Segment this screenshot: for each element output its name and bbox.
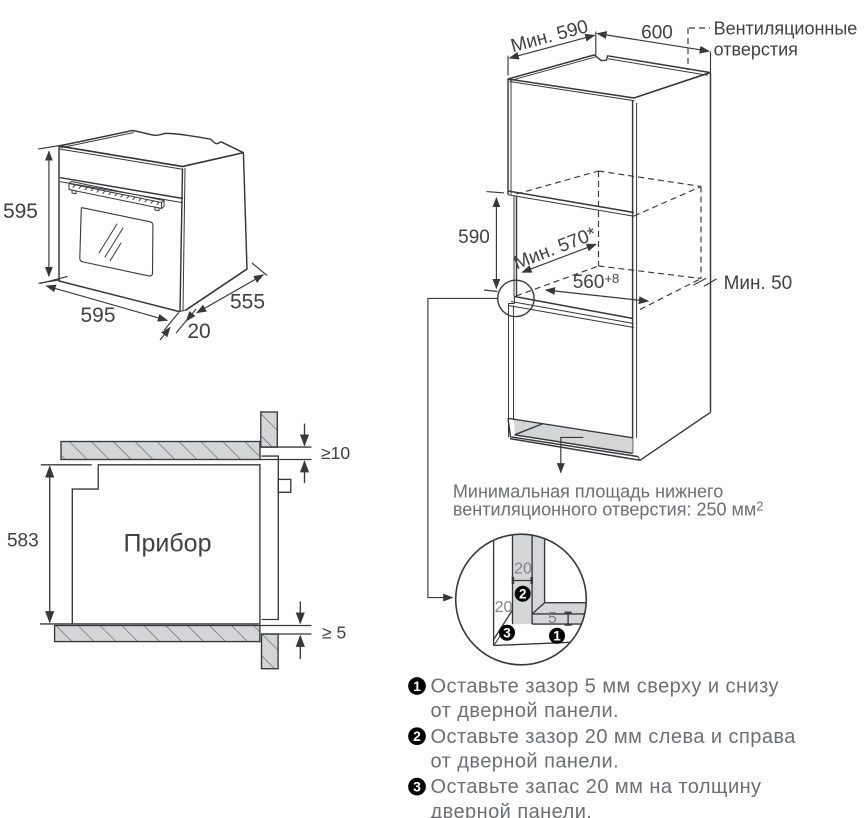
svg-text:Вентиляционные: Вентиляционные bbox=[714, 19, 858, 39]
svg-text:595: 595 bbox=[3, 200, 38, 223]
svg-text:Оставьте зазор 5 мм сверху и с: Оставьте зазор 5 мм сверху и снизу bbox=[431, 675, 779, 697]
svg-text:от дверной панели.: от дверной панели. bbox=[431, 700, 620, 722]
svg-text:20: 20 bbox=[495, 599, 513, 616]
svg-text:3: 3 bbox=[413, 779, 421, 795]
svg-text:555: 555 bbox=[230, 291, 265, 314]
svg-text:Оставьте зазор 20 мм слева и с: Оставьте зазор 20 мм слева и справа bbox=[431, 726, 797, 748]
svg-text:отверстия: отверстия bbox=[714, 40, 798, 60]
svg-text:дверной панели.: дверной панели. bbox=[431, 801, 593, 818]
svg-text:20: 20 bbox=[187, 320, 210, 343]
svg-text:3: 3 bbox=[503, 626, 511, 641]
svg-text:600: 600 bbox=[641, 23, 673, 44]
svg-text:590: 590 bbox=[458, 227, 490, 248]
svg-text:Мин. 570*: Мин. 570* bbox=[511, 223, 600, 274]
svg-text:Мин. 50: Мин. 50 bbox=[724, 273, 793, 294]
svg-text:вентиляционного отверстия: 250: вентиляционного отверстия: 250 мм2 bbox=[453, 499, 764, 520]
svg-text:Мин. 590: Мин. 590 bbox=[509, 16, 591, 57]
svg-text:Минимальная площадь нижнего: Минимальная площадь нижнего bbox=[453, 482, 723, 502]
svg-text:20: 20 bbox=[514, 561, 532, 578]
svg-text:2: 2 bbox=[519, 587, 527, 602]
svg-text:583: 583 bbox=[7, 531, 39, 552]
svg-text:Оставьте запас 20 мм на толщин: Оставьте запас 20 мм на толщину bbox=[431, 776, 762, 798]
svg-text:1: 1 bbox=[553, 629, 561, 644]
svg-text:≥10: ≥10 bbox=[321, 443, 350, 463]
svg-text:595: 595 bbox=[80, 304, 115, 327]
svg-text:Прибор: Прибор bbox=[124, 530, 212, 558]
svg-text:≥ 5: ≥ 5 bbox=[322, 623, 346, 643]
svg-text:2: 2 bbox=[413, 728, 421, 744]
svg-text:от дверной панели.: от дверной панели. bbox=[431, 751, 620, 773]
svg-text:560+8: 560+8 bbox=[573, 271, 620, 293]
svg-text:5: 5 bbox=[548, 610, 557, 627]
svg-text:1: 1 bbox=[413, 678, 421, 694]
